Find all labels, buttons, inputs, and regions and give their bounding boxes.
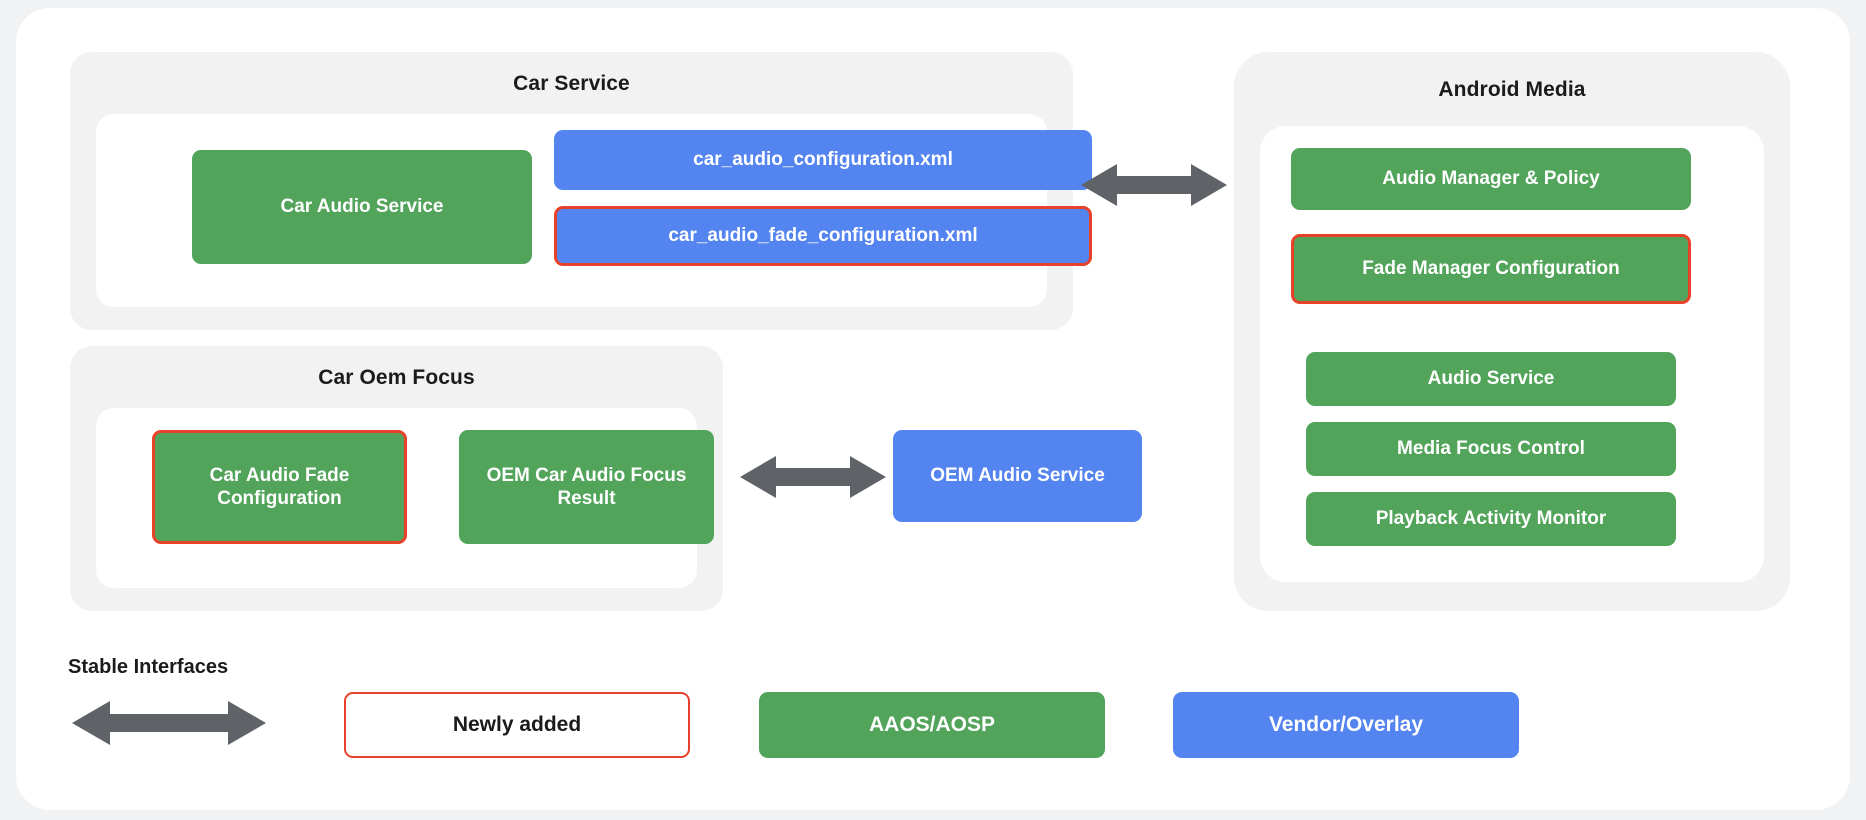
node-audio-service[interactable]: Audio Service bbox=[1306, 352, 1676, 406]
node-label: OEM Car Audio Focus Result bbox=[486, 464, 687, 509]
node-label: car_audio_fade_configuration.xml bbox=[668, 225, 978, 247]
legend-chip-newly-added[interactable]: Newly added bbox=[344, 692, 690, 758]
node-car-audio-service[interactable]: Car Audio Service bbox=[192, 150, 532, 264]
node-oem-car-audio-focus-result[interactable]: OEM Car Audio Focus Result bbox=[459, 430, 714, 544]
node-fade-manager-configuration[interactable]: Fade Manager Configuration bbox=[1291, 234, 1691, 304]
legend-chip-label: Newly added bbox=[452, 713, 582, 736]
node-car-audio-fade-configuration[interactable]: Car Audio Fade Configuration bbox=[152, 430, 407, 544]
arrow-car-oem-focus-to-oem-audio-service bbox=[740, 456, 886, 498]
group-car-service: Car Service Car Audio Service car_audio_… bbox=[70, 52, 1092, 330]
legend-stable-interfaces-label: Stable Interfaces bbox=[68, 656, 229, 678]
legend-chip-label: Vendor/Overlay bbox=[1268, 713, 1424, 736]
node-label: Audio Service bbox=[1427, 368, 1555, 390]
car-oem-focus-inner-card: Car Audio Fade Configuration OEM Car Aud… bbox=[96, 408, 714, 588]
node-oem-audio-service[interactable]: OEM Audio Service bbox=[893, 430, 1142, 522]
group-title-car-oem-focus: Car Oem Focus bbox=[318, 366, 475, 389]
legend-chip-aaos-aosp[interactable]: AAOS/AOSP bbox=[759, 692, 1105, 758]
car-service-inner-card: Car Audio Service car_audio_configuratio… bbox=[96, 114, 1092, 307]
node-label: OEM Audio Service bbox=[930, 465, 1105, 487]
node-label: car_audio_configuration.xml bbox=[693, 149, 953, 171]
node-car-audio-fade-configuration-xml[interactable]: car_audio_fade_configuration.xml bbox=[554, 206, 1092, 266]
group-title-android-media: Android Media bbox=[1438, 78, 1586, 101]
group-car-oem-focus: Car Oem Focus Car Audio Fade Configurati… bbox=[70, 346, 723, 611]
legend-stable-interfaces-arrow-icon bbox=[72, 701, 266, 745]
group-title-car-service: Car Service bbox=[513, 72, 630, 95]
legend-chip-label: AAOS/AOSP bbox=[868, 713, 996, 736]
node-label: Car Audio Fade Configuration bbox=[209, 464, 350, 509]
arrow-car-service-to-android-media bbox=[1081, 164, 1227, 206]
node-label: Media Focus Control bbox=[1397, 438, 1585, 460]
node-audio-manager-and-policy[interactable]: Audio Manager & Policy bbox=[1291, 148, 1691, 210]
node-car-audio-configuration-xml[interactable]: car_audio_configuration.xml bbox=[554, 130, 1092, 190]
node-label: Playback Activity Monitor bbox=[1375, 508, 1607, 530]
group-android-media: Android Media Audio Manager & Policy Fad… bbox=[1234, 52, 1790, 611]
node-label: Fade Manager Configuration bbox=[1362, 258, 1620, 280]
legend-chip-vendor-overlay[interactable]: Vendor/Overlay bbox=[1173, 692, 1519, 758]
node-playback-activity-monitor[interactable]: Playback Activity Monitor bbox=[1306, 492, 1676, 546]
node-label: Car Audio Service bbox=[280, 196, 444, 218]
android-media-inner-card: Audio Manager & Policy Fade Manager Conf… bbox=[1260, 126, 1764, 582]
node-media-focus-control[interactable]: Media Focus Control bbox=[1306, 422, 1676, 476]
node-label: Audio Manager & Policy bbox=[1382, 168, 1600, 190]
page-card: Car Service Car Audio Service car_audio_… bbox=[16, 8, 1850, 810]
